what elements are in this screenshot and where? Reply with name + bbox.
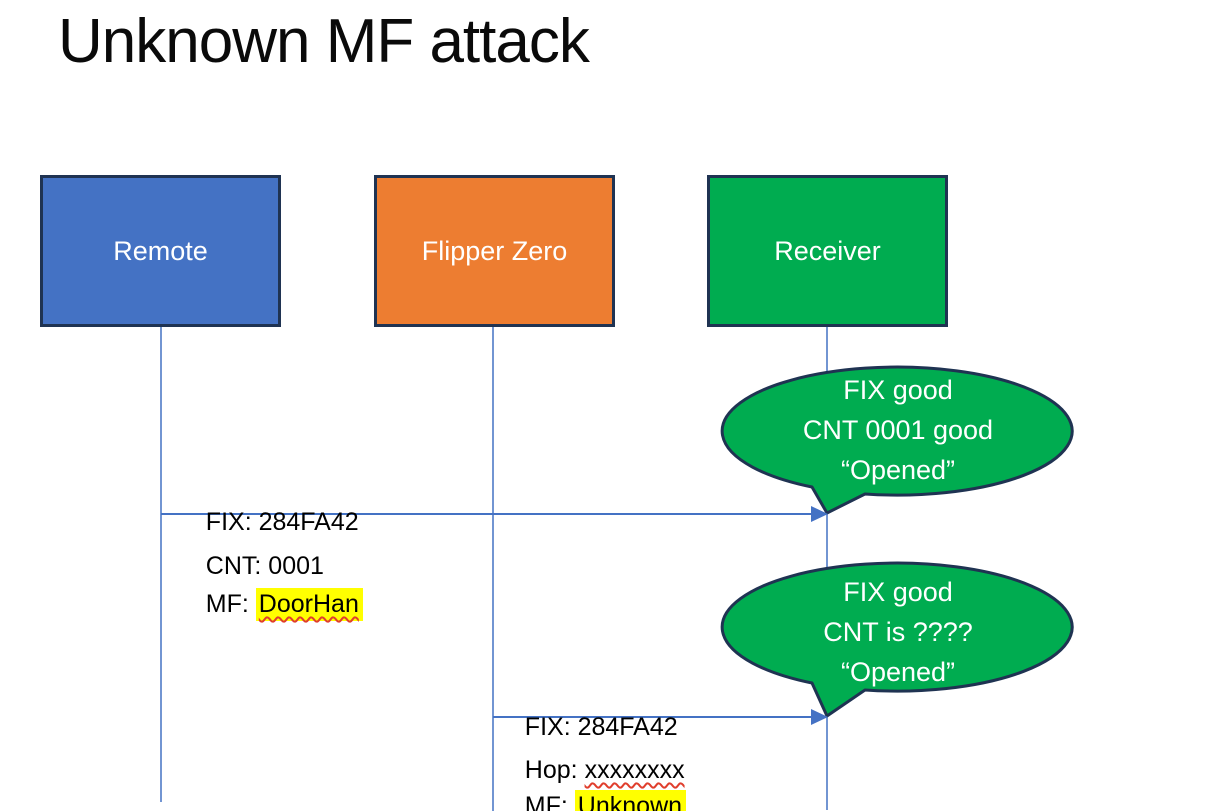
speech-bubble-2 <box>720 561 1074 718</box>
message2-mf-value-highlighted: Unknown <box>574 790 687 811</box>
message1-cnt-text: CNT: 0001 <box>205 552 324 580</box>
message2-mf-prefix: MF: <box>524 792 575 811</box>
bubble2-line2: CNT is ???? <box>823 617 973 647</box>
message2-line-mf: MF: Unknown <box>497 761 687 811</box>
bubble1-line1: FIX good <box>843 375 953 405</box>
actor-box-remote: Remote <box>40 175 281 327</box>
message2-hop-value-squiggle: xxxxxxxx <box>584 756 685 784</box>
bubble2-line3: “Opened” <box>840 657 956 687</box>
speech-bubble-2-text: FIX good CNT is ???? “Opened” <box>743 572 1053 692</box>
bubble2-line1: FIX good <box>843 577 953 607</box>
message1-line-mf: MF: DoorHan <box>178 559 363 649</box>
message1-fix-text: FIX: 284FA42 <box>205 508 359 536</box>
speech-bubble-1-text: FIX good CNT 0001 good “Opened” <box>743 370 1053 490</box>
message1-mf-prefix: MF: <box>205 590 256 618</box>
actor-label-remote: Remote <box>113 235 208 266</box>
actor-box-flipper-zero: Flipper Zero <box>374 175 615 327</box>
message2-hop-prefix: Hop: <box>524 756 585 784</box>
message1-line-fix: FIX: 284FA42 <box>178 477 359 567</box>
message2-line-hop: Hop: xxxxxxxx <box>497 725 685 811</box>
message2-fix-text: FIX: 284FA42 <box>524 713 678 741</box>
bubble1-line2: CNT 0001 good <box>802 415 994 445</box>
message1-line-cnt: CNT: 0001 <box>178 521 324 611</box>
arrowhead-2 <box>811 709 828 725</box>
speech-bubble-1 <box>720 365 1074 515</box>
actor-box-receiver: Receiver <box>707 175 948 327</box>
arrowhead-1 <box>811 506 828 522</box>
actor-label-receiver: Receiver <box>774 235 881 266</box>
message2-line-fix: FIX: 284FA42 <box>497 682 678 772</box>
slide-title: Unknown MF attack <box>58 7 590 76</box>
message1-mf-value-highlighted: DoorHan <box>255 588 363 621</box>
bubble1-line3: “Opened” <box>840 455 956 485</box>
actor-label-flipper-zero: Flipper Zero <box>421 235 568 266</box>
